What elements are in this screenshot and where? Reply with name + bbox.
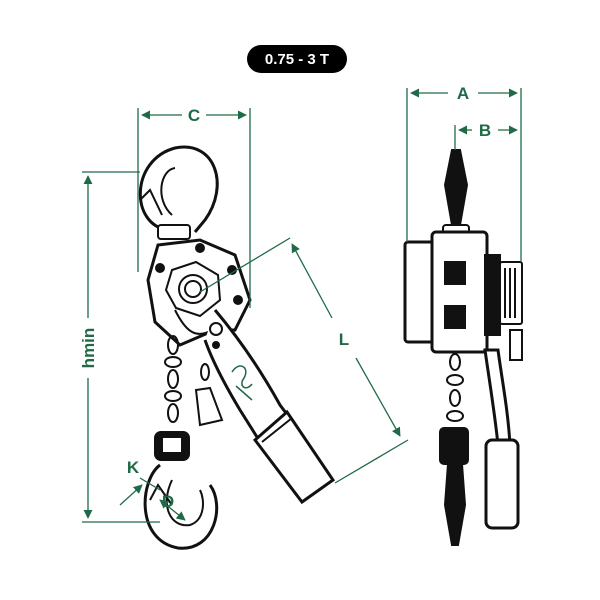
- dimension-labels: C A B L hmin K D: [79, 84, 491, 511]
- side-chain: [446, 353, 464, 422]
- brand-logo-icon: [231, 365, 253, 401]
- side-view: [403, 149, 523, 546]
- dim-label-k: K: [127, 458, 140, 477]
- bottom-block: [154, 431, 190, 461]
- hoist-body: [146, 238, 252, 347]
- load-chain: [164, 335, 224, 427]
- dim-label-a: A: [457, 84, 469, 103]
- dim-label-hmin: hmin: [79, 328, 98, 369]
- side-lever: [483, 329, 523, 530]
- capacity-label: 0.75 - 3 T: [264, 50, 330, 68]
- dim-label-l: L: [339, 330, 349, 349]
- dim-label-b: B: [479, 121, 491, 140]
- front-view: [138, 145, 336, 550]
- side-top-hook: [442, 149, 470, 242]
- top-hook: [138, 145, 219, 240]
- side-bottom-hook: [439, 427, 469, 546]
- capacity-badge: 0.75 - 3 T: [247, 45, 347, 73]
- lever-arm: [203, 309, 336, 505]
- side-housing: [403, 230, 523, 354]
- dimension-lines: [82, 88, 522, 523]
- bottom-hook: [143, 463, 219, 550]
- dim-label-c: C: [188, 106, 200, 125]
- dim-label-d: D: [162, 492, 174, 511]
